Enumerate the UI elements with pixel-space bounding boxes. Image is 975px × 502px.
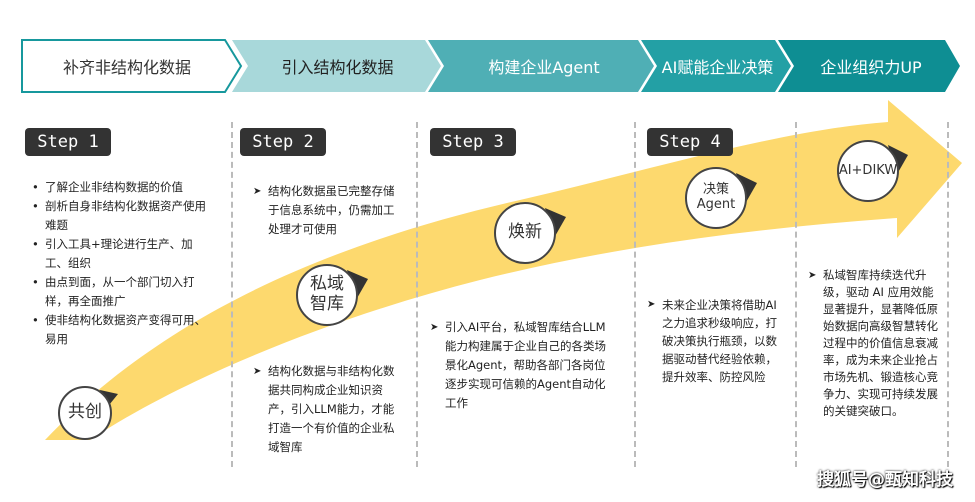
step4-text: 未来企业决策将借助AI之力追求秒级响应，打破决策执行瓶颈，以数据驱动替代经验依赖…: [647, 296, 787, 386]
bubble-private-library: 私域智库: [296, 264, 358, 326]
divider: [947, 122, 949, 467]
bubble-renew: 焕新: [494, 202, 556, 264]
list-item: 由点到面，从一个部门切入打样，再全面推广: [30, 273, 210, 311]
stage-3: 构建企业Agent: [488, 58, 600, 77]
list-item: 使非结构化数据资产变得可用、易用: [30, 311, 210, 349]
step2-top-text: 结构化数据虽已完整存储于信息系统中，仍需加工处理才可使用: [253, 182, 403, 239]
bubble-gongchuang: 共创: [58, 386, 112, 440]
list-item: 结构化数据虽已完整存储于信息系统中，仍需加工处理才可使用: [253, 182, 403, 239]
list-item: 私域智库持续迭代升级，驱动 AI 应用效能显著提升，显著降低原始数据向高级智慧转…: [808, 267, 943, 420]
step2-bottom-text: 结构化数据与非结构化数据共同构成企业知识资产，引入LLM能力，才能打造一个有价值…: [253, 362, 403, 457]
step-badge-4: Step 4: [647, 128, 733, 156]
step5-text: 私域智库持续迭代升级，驱动 AI 应用效能显著提升，显著降低原始数据向高级智慧转…: [808, 267, 943, 420]
list-item: 结构化数据与非结构化数据共同构成企业知识资产，引入LLM能力，才能打造一个有价值…: [253, 362, 403, 457]
stage-chevron-3: [428, 40, 654, 92]
stage-2: 引入结构化数据: [281, 58, 394, 77]
list-item: 了解企业非结构数据的价值: [30, 178, 210, 197]
watermark: 搜狐号@甄知科技: [817, 470, 953, 490]
divider: [231, 122, 233, 467]
list-item: 剖析自身非结构化数据资产使用难题: [30, 197, 210, 235]
list-item: 引入AI平台，私域智库结合LLM能力构建属于企业自己的各类场景化Agent，帮助…: [430, 318, 610, 413]
stage-5: 企业组织力UP: [820, 58, 922, 77]
step-badge-1: Step 1: [25, 128, 111, 156]
bubble-ai-dikw: AI+DIKW: [837, 140, 899, 202]
divider: [416, 122, 418, 467]
step1-list: 了解企业非结构数据的价值 剖析自身非结构化数据资产使用难题 引入工具+理论进行生…: [30, 178, 210, 349]
stage-chevron-5: [778, 40, 960, 92]
divider: [795, 122, 797, 467]
list-item: 未来企业决策将借助AI之力追求秒级响应，打破决策执行瓶颈，以数据驱动替代经验依赖…: [647, 296, 787, 386]
stage-chevron-2: [232, 40, 441, 92]
divider: [634, 122, 636, 467]
stage-1: 补齐非结构化数据: [62, 58, 191, 77]
bubble-decision-agent: 决策Agent: [685, 167, 747, 229]
step-badge-2: Step 2: [240, 128, 326, 156]
stage-chevron-4: [641, 40, 791, 92]
step-badge-3: Step 3: [430, 128, 516, 156]
list-item: 引入工具+理论进行生产、加工、组织: [30, 235, 210, 273]
stage-chevron-1: [21, 39, 243, 93]
stage-4: AI赋能企业决策: [661, 58, 774, 77]
step3-text: 引入AI平台，私域智库结合LLM能力构建属于企业自己的各类场景化Agent，帮助…: [430, 318, 610, 413]
